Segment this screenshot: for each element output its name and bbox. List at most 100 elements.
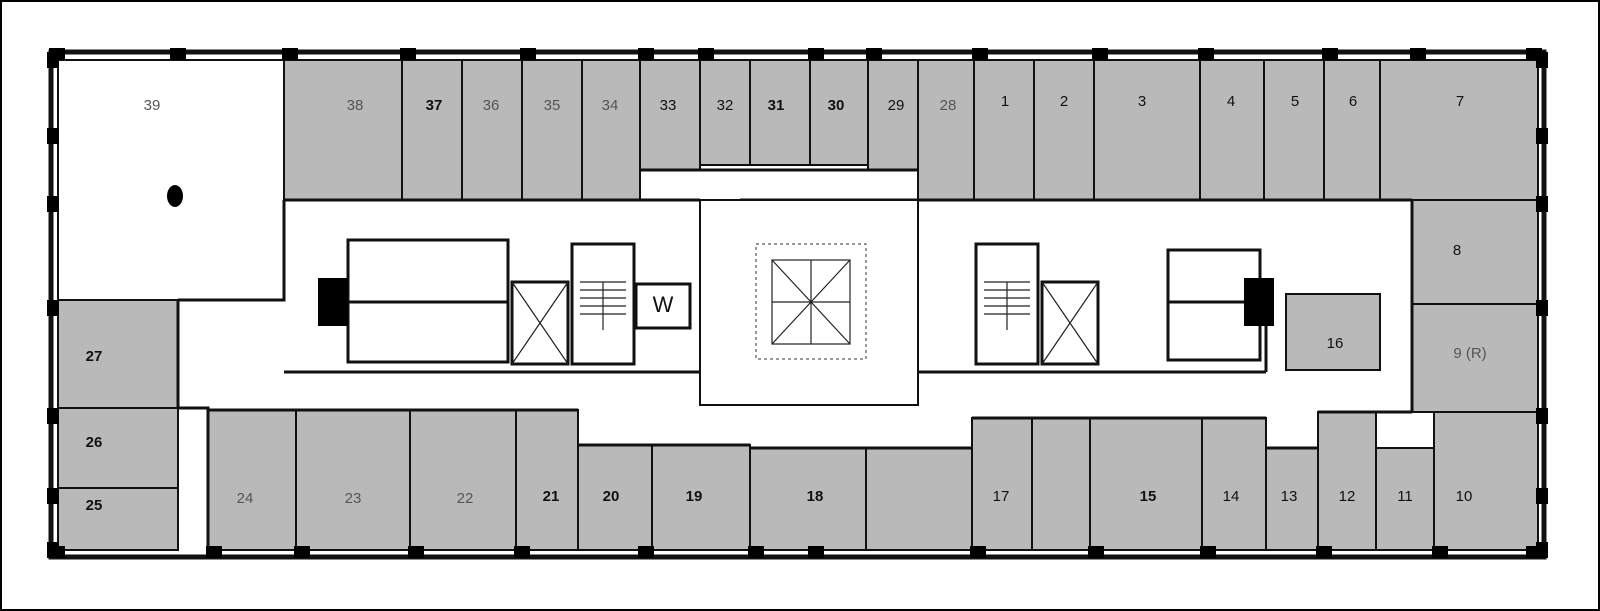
column-pillar — [808, 48, 824, 60]
column-pillar — [1536, 196, 1548, 212]
label-room-21: 21 — [543, 488, 560, 505]
column-pillar — [808, 546, 824, 558]
label-room-36: 36 — [483, 97, 500, 114]
label-room-16: 16 — [1327, 335, 1344, 352]
room-28[interactable] — [917, 59, 975, 201]
room-39[interactable] — [57, 59, 285, 301]
column-pillar — [47, 542, 59, 558]
column-pillar — [520, 48, 536, 60]
column-pillar — [47, 128, 59, 144]
column-pillars — [47, 48, 1548, 558]
label-room-8: 8 — [1453, 242, 1461, 259]
label-room-22: 22 — [457, 490, 474, 507]
core-w-box — [634, 282, 692, 330]
column-pillar — [47, 488, 59, 504]
column-pillar — [1088, 546, 1104, 558]
room-16[interactable] — [1285, 293, 1381, 371]
left-rooms — [57, 299, 179, 551]
room-36[interactable] — [461, 59, 523, 201]
column-pillar — [206, 546, 222, 558]
column-pillar — [866, 48, 882, 60]
room-4[interactable] — [1199, 59, 1265, 201]
core-w-label: W — [653, 292, 674, 317]
label-room-31: 31 — [768, 97, 785, 114]
label-room-20: 20 — [603, 488, 620, 505]
column-pillar — [1536, 300, 1548, 316]
shaft-left — [318, 278, 348, 326]
room-10[interactable] — [1433, 411, 1539, 551]
label-room-5: 5 — [1291, 93, 1299, 110]
column-pillar — [47, 52, 59, 68]
label-room-29: 29 — [888, 97, 905, 114]
column-pillar — [294, 546, 310, 558]
column-pillar — [1536, 488, 1548, 504]
label-room-32: 32 — [717, 97, 734, 114]
room-2[interactable] — [1033, 59, 1095, 201]
label-room-39: 39 — [144, 97, 161, 114]
column-pillar — [1198, 48, 1214, 60]
room-26[interactable] — [57, 407, 179, 489]
label-room-23: 23 — [345, 490, 362, 507]
room-labels: 39 38 37 36 35 34 33 32 31 30 29 28 1 2 … — [86, 93, 1487, 514]
label-room-9: 9 (R) — [1453, 345, 1486, 362]
right-rooms — [1285, 199, 1539, 413]
column-pillar — [972, 48, 988, 60]
room-9[interactable] — [1411, 303, 1539, 413]
room-5[interactable] — [1263, 59, 1325, 201]
column-pillar — [514, 546, 530, 558]
label-room-18: 18 — [807, 488, 824, 505]
room-21[interactable] — [515, 409, 579, 551]
label-room-33: 33 — [660, 97, 677, 114]
room-34[interactable] — [581, 59, 641, 201]
label-room-17: 17 — [993, 488, 1010, 505]
room-3[interactable] — [1093, 59, 1201, 201]
room-35[interactable] — [521, 59, 583, 201]
room-29[interactable] — [867, 59, 919, 171]
label-room-25: 25 — [86, 497, 103, 514]
column-pillar — [638, 48, 654, 60]
label-room-30: 30 — [828, 97, 845, 114]
column-pillar — [282, 48, 298, 60]
column-pillar — [698, 48, 714, 60]
room-24[interactable] — [207, 409, 297, 551]
column-pillar — [1536, 128, 1548, 144]
room-17b[interactable] — [1031, 417, 1091, 551]
label-room-14: 14 — [1223, 488, 1240, 505]
corridor-walls — [176, 168, 1414, 550]
room-17[interactable] — [971, 417, 1033, 551]
label-room-27: 27 — [86, 348, 103, 365]
room-20[interactable] — [577, 444, 653, 551]
room-14[interactable] — [1201, 417, 1267, 551]
column-pillar — [170, 48, 186, 60]
room-37[interactable] — [401, 59, 463, 201]
label-room-35: 35 — [544, 97, 561, 114]
column-pillar — [1536, 542, 1548, 558]
room-18b[interactable] — [865, 447, 973, 551]
room-1[interactable] — [973, 59, 1035, 201]
room-33[interactable] — [639, 59, 701, 171]
room-12[interactable] — [1317, 411, 1377, 551]
label-room-11: 11 — [1397, 488, 1413, 505]
label-room-7: 7 — [1456, 93, 1464, 110]
column-pillar — [1536, 52, 1548, 68]
room-7[interactable] — [1379, 59, 1539, 201]
room-6[interactable] — [1323, 59, 1381, 201]
label-room-24: 24 — [237, 490, 254, 507]
room-23[interactable] — [295, 409, 411, 551]
room-25[interactable] — [57, 487, 179, 551]
bottom-rooms — [207, 409, 1539, 551]
room-38[interactable] — [283, 59, 403, 201]
atrium — [699, 199, 919, 406]
column-pillar — [1322, 48, 1338, 60]
room-30[interactable] — [809, 59, 869, 166]
toilets-left-upper — [346, 238, 510, 304]
room-27[interactable] — [57, 299, 179, 409]
column-pillar — [638, 546, 654, 558]
column-pillar — [400, 48, 416, 60]
room-22[interactable] — [409, 409, 517, 551]
room-32[interactable] — [699, 59, 751, 166]
room-15[interactable] — [1089, 417, 1203, 551]
label-room-3: 3 — [1138, 93, 1146, 110]
room-8[interactable] — [1411, 199, 1539, 305]
